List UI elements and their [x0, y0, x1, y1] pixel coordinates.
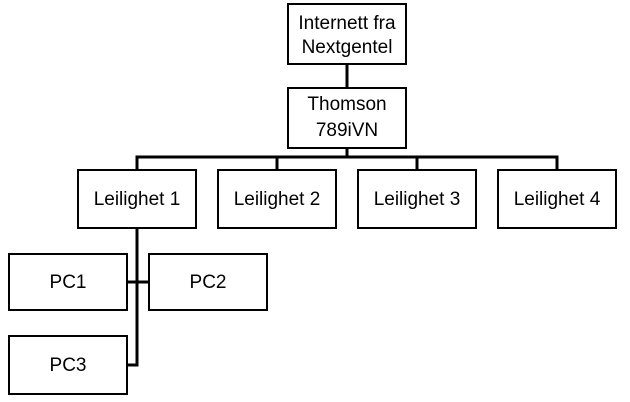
node-apartment1: Leilighet 1	[77, 169, 197, 229]
node-apartment4-box	[497, 169, 617, 229]
node-pc1-label: PC1	[50, 272, 87, 293]
node-apartment2-box	[217, 169, 337, 229]
node-apartment4: Leilighet 4	[497, 169, 617, 229]
connectors	[125, 62, 559, 367]
node-apartment2: Leilighet 2	[217, 169, 337, 229]
node-pc1-box	[8, 253, 128, 311]
node-internet: Internett fra Nextgentel	[287, 3, 407, 65]
node-pc2-label: PC2	[190, 272, 227, 293]
node-internet-box	[287, 3, 407, 65]
node-router: Thomson 789iVN	[287, 87, 407, 149]
node-router-box	[287, 87, 407, 149]
node-internet-line2: Nextgentel	[302, 37, 393, 58]
node-pc1: PC1	[8, 253, 128, 311]
node-internet-line1: Internett fra	[298, 13, 396, 34]
node-pc2-box	[148, 253, 268, 311]
node-apartment1-label: Leilighet 1	[94, 189, 181, 210]
node-apartment3-box	[357, 169, 477, 229]
node-pc3-label: PC3	[50, 355, 87, 376]
node-pc3-box	[8, 335, 128, 395]
node-router-line2: 789iVN	[316, 120, 378, 141]
node-apartment2-label: Leilighet 2	[234, 189, 321, 210]
node-pc3: PC3	[8, 335, 128, 395]
node-apartment3: Leilighet 3	[357, 169, 477, 229]
node-apartment4-label: Leilighet 4	[514, 189, 601, 210]
node-apartment3-label: Leilighet 3	[374, 189, 461, 210]
node-router-line1: Thomson	[307, 94, 386, 115]
node-apartment1-box	[77, 169, 197, 229]
node-pc2: PC2	[148, 253, 268, 311]
